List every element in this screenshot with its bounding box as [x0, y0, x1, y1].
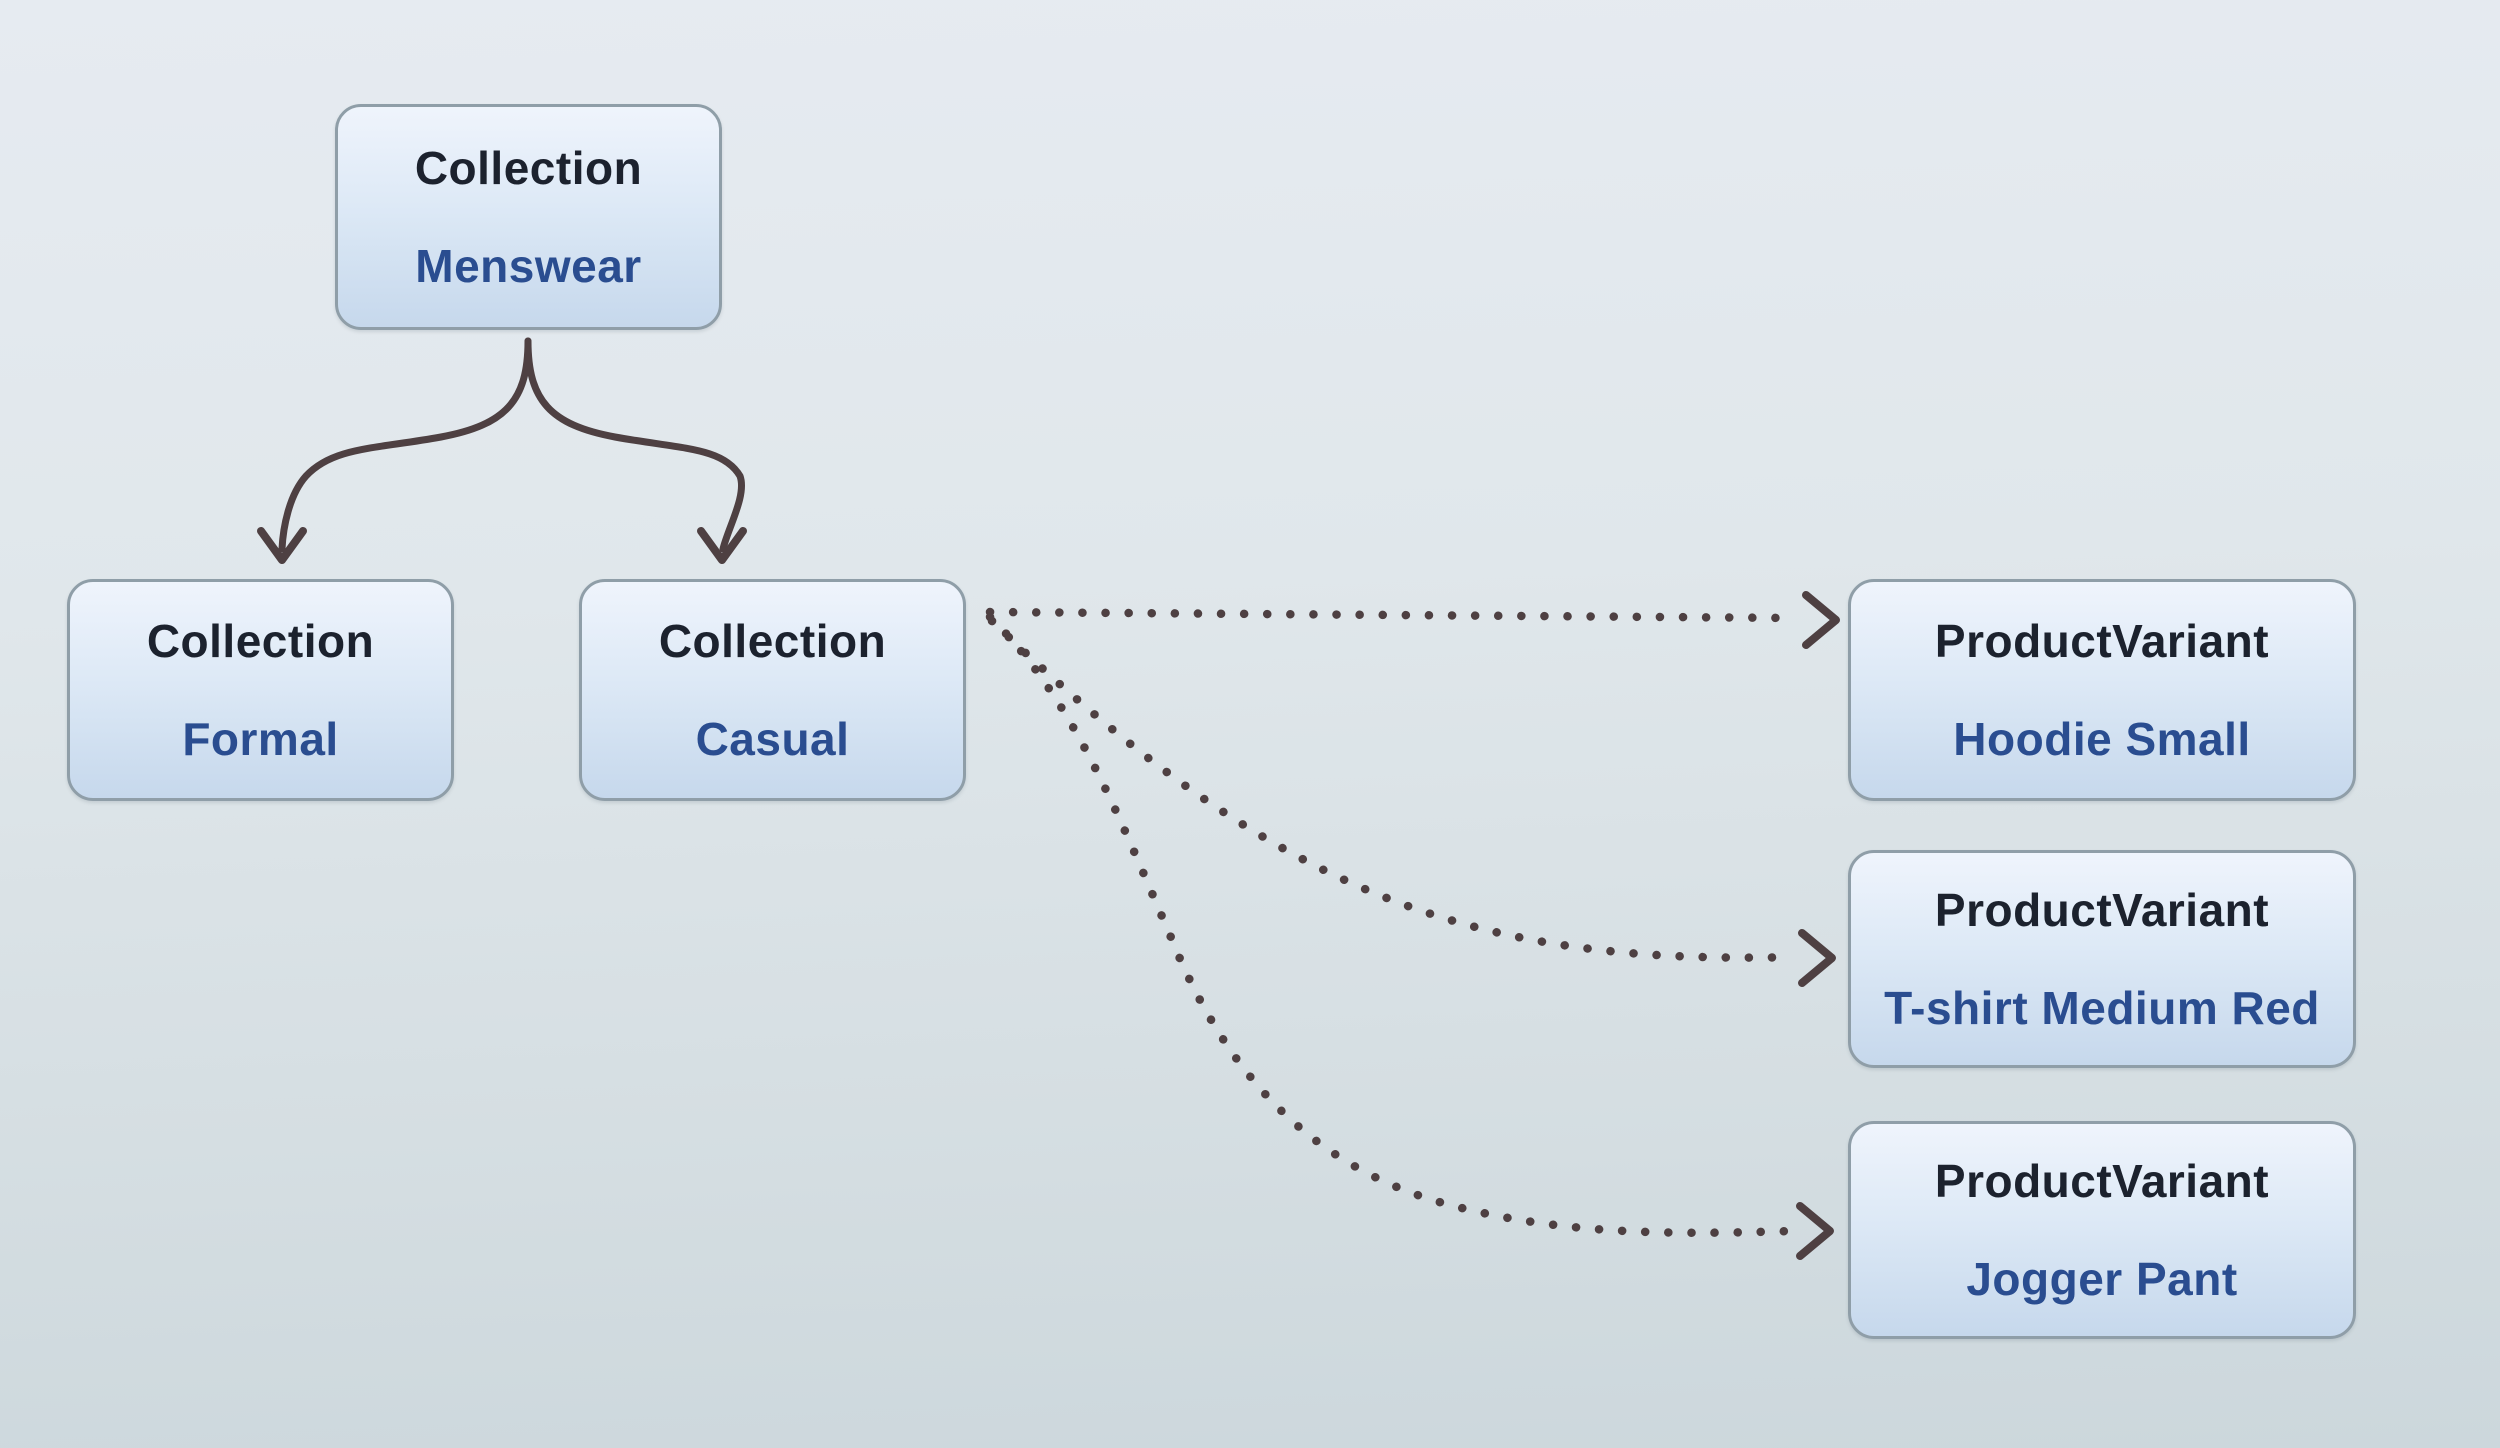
- edge-menswear-to-formal: [278, 337, 532, 553]
- node-collection-casual: Collection Casual: [579, 579, 966, 801]
- node-name-label: Formal: [182, 713, 339, 765]
- node-entity-label: Collection: [414, 142, 643, 194]
- node-productvariant-jogger-pant: ProductVariant Jogger Pant: [1848, 1121, 2356, 1339]
- node-collection-formal: Collection Formal: [67, 579, 454, 801]
- node-entity-label: ProductVariant: [1934, 1155, 2270, 1207]
- edge-casual-to-jogger: [985, 612, 1797, 1237]
- dotted-edges: [985, 591, 1840, 1260]
- node-entity-label: ProductVariant: [1934, 615, 2270, 667]
- node-entity-label: Collection: [658, 615, 887, 667]
- node-name-label: Jogger Pant: [1966, 1253, 2238, 1305]
- solid-edges: [257, 337, 747, 564]
- edge-casual-to-tshirt-arrowhead-icon: [1798, 929, 1836, 987]
- edge-casual-to-jogger-arrowhead-icon: [1796, 1202, 1834, 1260]
- node-collection-menswear: Collection Menswear: [335, 104, 722, 330]
- node-productvariant-tshirt-medium-red: ProductVariant T-shirt Medium Red: [1848, 850, 2356, 1068]
- node-entity-label: Collection: [146, 615, 375, 667]
- edge-menswear-to-formal-arrowhead-icon: [257, 527, 307, 564]
- edge-casual-to-tshirt: [987, 616, 1799, 962]
- edge-casual-to-hoodie: [985, 607, 1801, 623]
- edge-menswear-to-casual-arrowhead-icon: [697, 527, 747, 564]
- node-name-label: Hoodie Small: [1953, 713, 2251, 765]
- edge-casual-to-hoodie-arrowhead-icon: [1802, 591, 1840, 649]
- node-entity-label: ProductVariant: [1934, 884, 2270, 936]
- node-name-label: Casual: [695, 713, 850, 765]
- node-name-label: T-shirt Medium Red: [1884, 982, 2320, 1034]
- node-productvariant-hoodie-small: ProductVariant Hoodie Small: [1848, 579, 2356, 801]
- edge-menswear-to-casual: [524, 337, 745, 553]
- node-name-label: Menswear: [415, 240, 642, 292]
